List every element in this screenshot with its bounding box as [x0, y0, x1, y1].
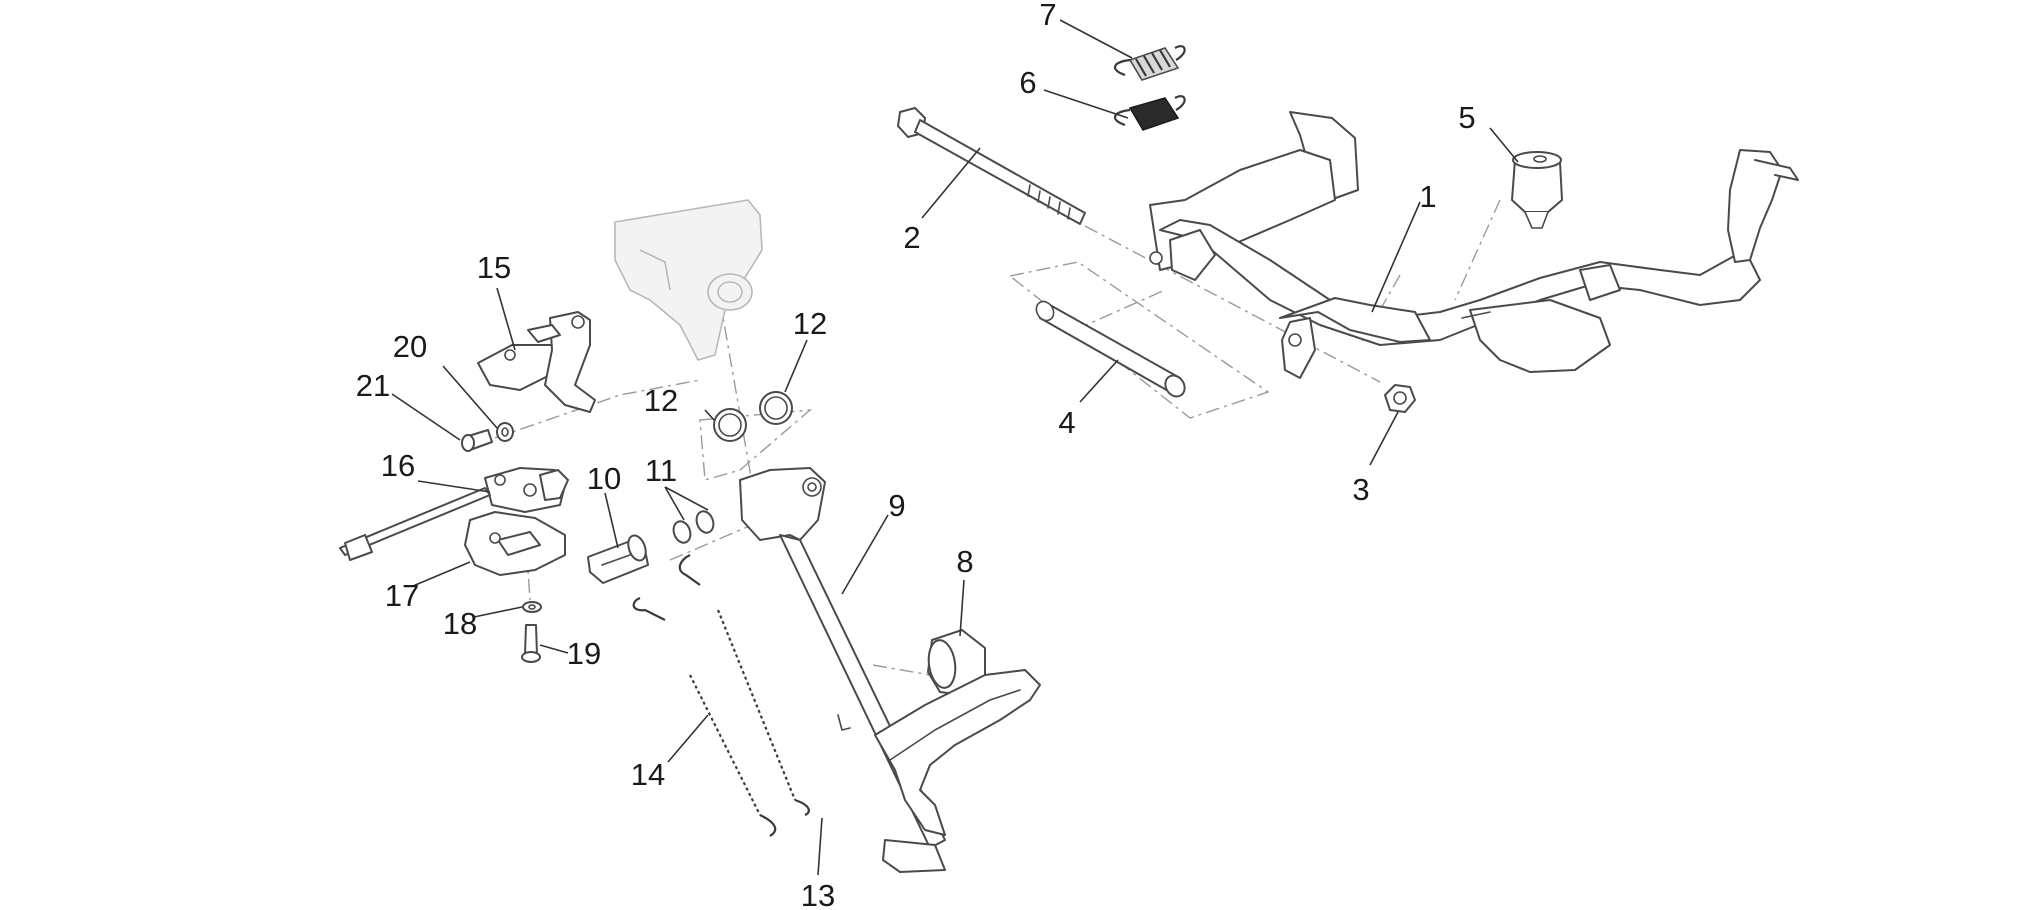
callout-6: 6 [1019, 65, 1036, 100]
callout-10: 10 [587, 461, 621, 496]
stand-return-spring-short-lower [1114, 95, 1186, 131]
screw-19 [521, 624, 541, 663]
callout-13: 13 [801, 878, 835, 910]
side-stand [739, 467, 1041, 873]
side-stand-pivot-pin [587, 534, 649, 584]
stand-pivot-bolt [897, 107, 1086, 225]
callout-18: 18 [443, 606, 477, 641]
pivot-spacer-tube [1035, 300, 1186, 398]
leader-lines [391, 19, 1519, 876]
stand-return-spring-short-upper [1114, 45, 1186, 81]
switch-housing [464, 511, 566, 576]
washer-20 [496, 422, 514, 442]
o-rings [713, 391, 793, 442]
callout-labels: 1 2 3 4 5 6 7 8 9 10 11 12 12 13 14 15 1… [356, 0, 1476, 910]
washer-small-18 [522, 601, 542, 613]
callout-1: 1 [1419, 179, 1436, 214]
callout-20: 20 [393, 329, 427, 364]
side-stand-spring-long-rear [678, 554, 810, 817]
callout-5: 5 [1458, 100, 1475, 135]
callout-12-lower: 12 [644, 383, 678, 418]
callout-7: 7 [1039, 0, 1056, 32]
callout-12-upper: 12 [793, 306, 827, 341]
pivot-nut [1384, 384, 1416, 413]
switch-mounting-bracket [477, 311, 596, 413]
callout-17: 17 [385, 578, 419, 613]
callout-21: 21 [356, 368, 390, 403]
callout-16: 16 [381, 448, 415, 483]
centre-stand [1149, 111, 1799, 379]
callout-8: 8 [956, 544, 973, 579]
callout-19: 19 [567, 636, 601, 671]
side-stand-rubber-bush [927, 629, 986, 696]
callout-11: 11 [645, 453, 677, 488]
callout-2: 2 [903, 220, 920, 255]
side-stand-switch-sensor [339, 467, 569, 561]
callout-15: 15 [477, 250, 511, 285]
callout-9: 9 [888, 488, 905, 523]
screw-21 [461, 429, 493, 452]
callout-3: 3 [1352, 472, 1369, 507]
rubber-stop-pad [1511, 151, 1563, 229]
frame-mount-bracket [614, 199, 763, 361]
retaining-rings-small [672, 510, 715, 544]
side-stand-spring-long-front [632, 596, 777, 837]
callout-4: 4 [1058, 405, 1075, 440]
callout-14: 14 [631, 757, 665, 792]
